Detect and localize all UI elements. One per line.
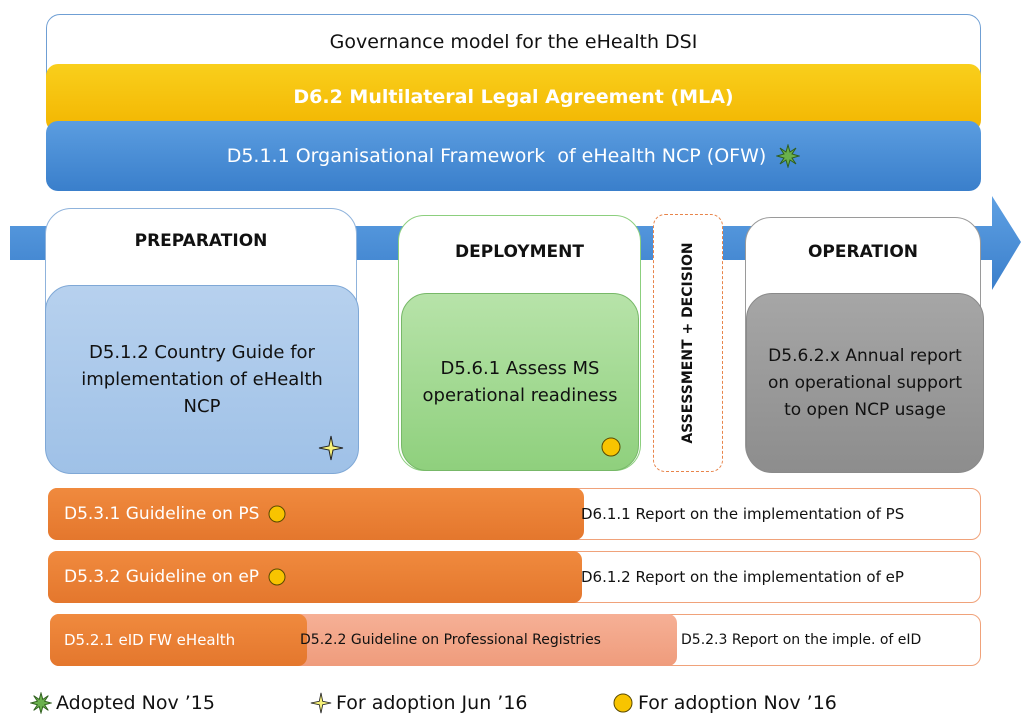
mla-bar: D6.2 Multilateral Legal Agreement (MLA)	[46, 64, 981, 132]
mla-label: D6.2 Multilateral Legal Agreement (MLA)	[293, 86, 734, 108]
phase-deployment: DEPLOYMENT D5.6.1 Assess MS operational …	[398, 215, 641, 471]
preparation-deliverable-box: D5.1.2 Country Guide for implementation …	[45, 285, 359, 474]
report-eid-label: D5.2.3 Report on the imple. of eID	[681, 632, 922, 648]
legend-adopted-label: Adopted Nov ’15	[56, 692, 215, 714]
ofw-label: D5.1.1 Organisational Framework of eHeal…	[226, 145, 767, 167]
preparation-title: PREPARATION	[134, 231, 268, 251]
yellow-circle-icon	[268, 505, 286, 523]
guideline-row-ep: D5.3.2 Guideline on eP D6.1.2 Report on …	[48, 551, 981, 603]
legend-nov16: For adoption Nov ’16	[612, 692, 837, 714]
green-star-icon	[30, 692, 52, 714]
yellow-circle-icon	[613, 693, 633, 713]
report-ps-label: D6.1.1 Report on the implementation of P…	[581, 505, 905, 523]
four-point-star-icon	[318, 435, 344, 461]
operation-deliverable: D5.6.2.x Annual report on operational su…	[767, 345, 962, 420]
deployment-title: DEPLOYMENT	[455, 242, 584, 262]
deployment-deliverable-box: D5.6.1 Assess MS operational readiness	[401, 293, 639, 471]
ofw-bar: D5.1.1 Organisational Framework of eHeal…	[46, 121, 981, 191]
deployment-deliverable: D5.6.1 Assess MS operational readiness	[422, 358, 618, 406]
guideline-ep-label: D5.3.2 Guideline on eP	[64, 567, 260, 587]
phase-operation: OPERATION D5.6.2.x Annual report on oper…	[745, 217, 984, 473]
guideline-row-eid: D5.2.1 eID FW eHealth D5.2.2 Guideline o…	[50, 614, 981, 666]
legend-jun16: For adoption Jun ’16	[310, 692, 528, 714]
registries-bar: D5.2.1 eID FW eHealth D5.2.2 Guideline o…	[50, 614, 677, 666]
yellow-circle-icon	[601, 437, 621, 457]
four-point-star-icon	[310, 692, 332, 714]
yellow-circle-icon	[268, 568, 286, 586]
guideline-ps-bar: D5.3.1 Guideline on PS	[48, 488, 584, 540]
guideline-ep-bar: D5.3.2 Guideline on eP	[48, 551, 582, 603]
legend-jun16-label: For adoption Jun ’16	[336, 692, 528, 714]
guideline-row-ps: D5.3.1 Guideline on PS D6.1.1 Report on …	[48, 488, 981, 540]
eid-fw-label: D5.2.1 eID FW eHealth	[64, 631, 236, 649]
preparation-deliverable: D5.1.2 Country Guide for implementation …	[81, 342, 323, 417]
operation-title: OPERATION	[807, 242, 919, 262]
operation-deliverable-box: D5.6.2.x Annual report on operational su…	[746, 293, 984, 473]
report-ep-label: D6.1.2 Report on the implementation of e…	[581, 568, 904, 586]
legend-nov16-label: For adoption Nov ’16	[638, 692, 837, 714]
registries-label: D5.2.2 Guideline on Professional Registr…	[300, 632, 601, 648]
assessment-title: ASSESSMENT + DECISION	[680, 242, 696, 444]
green-star-icon	[776, 144, 801, 168]
assessment-decision-box: ASSESSMENT + DECISION	[653, 214, 723, 472]
eid-fw-bar: D5.2.1 eID FW eHealth	[50, 614, 307, 666]
legend-adopted: Adopted Nov ’15	[30, 692, 215, 714]
phase-preparation: PREPARATION D5.1.2 Country Guide for imp…	[45, 208, 359, 474]
governance-title: Governance model for the eHealth DSI	[329, 31, 698, 53]
guideline-ps-label: D5.3.1 Guideline on PS	[64, 504, 260, 524]
